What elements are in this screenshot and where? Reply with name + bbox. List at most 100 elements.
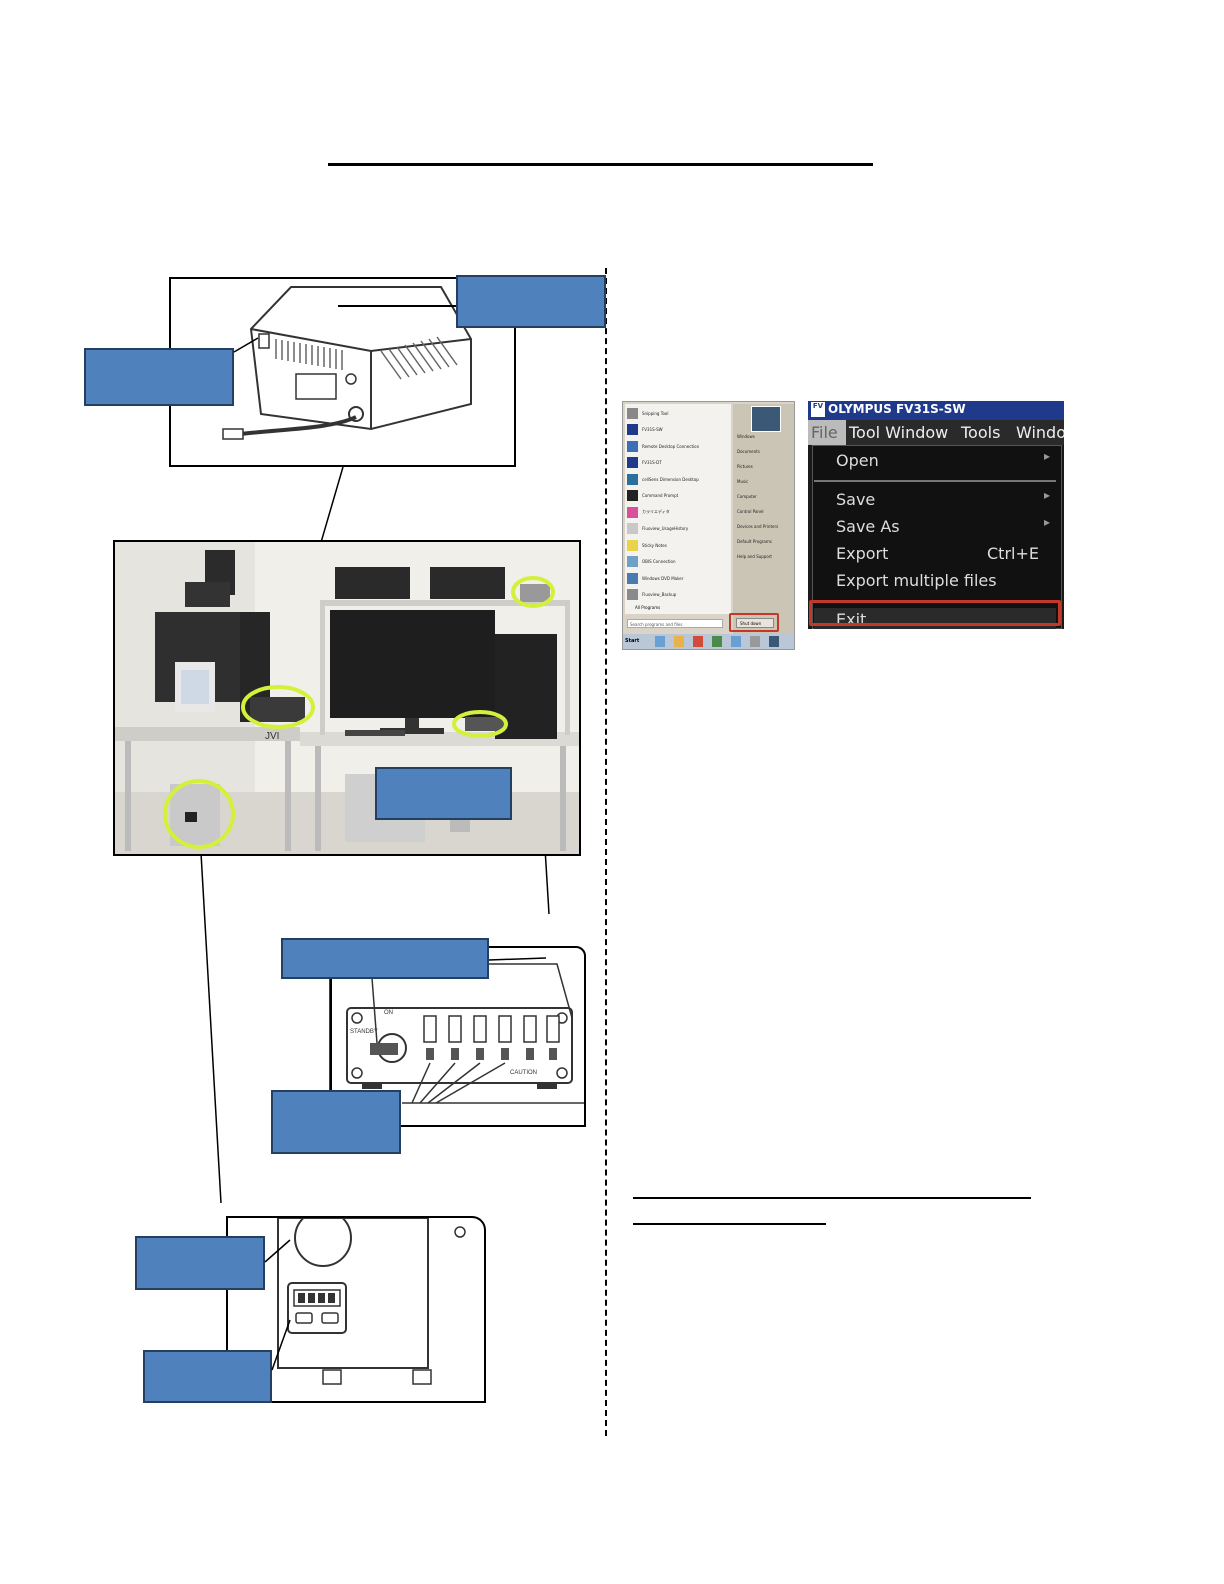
start-menu-right-pane: [733, 404, 794, 634]
start-menu-item[interactable]: FV31S-DT: [627, 455, 731, 472]
search-input[interactable]: Search programs and files: [627, 619, 723, 628]
program-icon: [627, 523, 638, 535]
start-button[interactable]: Start: [625, 638, 640, 644]
start-menu-link[interactable]: Music: [737, 479, 749, 484]
start-menu-item[interactable]: Fluoview_Backup: [627, 587, 731, 604]
label-box-light-top: [135, 1236, 265, 1290]
shut-down-button[interactable]: Shut down: [736, 618, 774, 628]
start-menu-item[interactable]: Snipping Tool: [627, 405, 731, 422]
menu-bar-item-file[interactable]: File: [808, 420, 846, 445]
label-box-photo: [375, 767, 512, 820]
start-menu-link[interactable]: Default Programs: [737, 539, 772, 544]
file-menu-item-label: Export: [836, 544, 889, 563]
label-box-light-bottom: [143, 1350, 272, 1403]
file-menu-item-export[interactable]: Export Ctrl+E: [814, 542, 1056, 566]
controller-drawing: [222, 286, 472, 440]
start-menu-link[interactable]: Documents: [737, 449, 760, 454]
start-menu-item-label: Fluoview_Backup: [642, 592, 677, 598]
callout-line: [338, 305, 456, 307]
menu-bar: [808, 420, 1064, 445]
program-icon: [627, 490, 638, 502]
start-menu-item-label: Sticky Notes: [642, 542, 667, 548]
shut-down-highlight: [729, 613, 779, 632]
start-menu-link[interactable]: Windows: [737, 434, 755, 439]
start-menu-item-label: cellSens Dimension Desktop: [642, 476, 699, 482]
start-menu-item-label: FV31S-DT: [642, 460, 662, 466]
start-menu-item[interactable]: Command Prompt: [627, 488, 731, 505]
start-menu-link[interactable]: Devices and Printers: [737, 524, 779, 529]
start-menu-item-label: FV31S-SW: [642, 427, 663, 433]
program-icon: [627, 457, 638, 469]
start-menu-link[interactable]: Computer: [737, 494, 757, 499]
start-menu-item-label: OBIS Connection: [642, 559, 676, 565]
submenu-arrow-icon: ▸: [1044, 449, 1051, 463]
file-menu-item-label: Export multiple files: [836, 571, 997, 590]
file-menu-item-label: Save As: [836, 517, 900, 536]
file-menu-item-export-multiple-files[interactable]: Export multiple files: [814, 569, 1056, 593]
user-tile: [751, 406, 781, 432]
menu-bar-item-tool-window[interactable]: Tool Window: [849, 423, 949, 442]
taskbar-icons: [655, 636, 794, 649]
switchbox-on-text: ON: [384, 1010, 393, 1016]
program-icon: [627, 407, 638, 419]
photo-brand-text: JVI: [265, 731, 279, 742]
file-menu-item-label: Save: [836, 490, 876, 509]
program-icon: [627, 572, 638, 584]
start-menu-item-label: Snipping Tool: [642, 410, 669, 416]
file-menu-item-save-as[interactable]: Save As ▸: [814, 515, 1056, 539]
section-underline-1: [633, 1197, 1031, 1199]
start-menu-item-label: Remote Desktop Connection: [642, 443, 700, 449]
start-menu-link[interactable]: Help and Support: [737, 554, 772, 559]
title-underline: [328, 163, 873, 166]
start-menu-link[interactable]: Control Panel: [737, 509, 764, 514]
label-box-controller-top: [456, 275, 606, 328]
label-box-switchbox-bottom: [271, 1090, 401, 1154]
program-icon: [627, 589, 638, 601]
file-menu-item-save[interactable]: Save ▸: [814, 488, 1056, 512]
column-divider: [605, 268, 607, 1436]
window-title: OLYMPUS FV31S-SW: [828, 402, 966, 416]
program-icon: [627, 556, 638, 568]
start-menu-item[interactable]: Windows DVD Maker: [627, 570, 731, 587]
start-menu-item-label: カラリエディタ: [642, 509, 670, 515]
program-icon: [627, 539, 638, 551]
file-menu-item-open[interactable]: Open ▸: [814, 449, 1056, 473]
menu-bar-item-windo[interactable]: Windo: [1016, 423, 1064, 442]
start-menu-item-label: Fluoview_UsageHistory: [642, 526, 689, 532]
start-menu-item[interactable]: Sticky Notes: [627, 537, 731, 554]
file-menu-item-shortcut: Ctrl+E: [987, 544, 1039, 563]
start-menu-item[interactable]: Fluoview_UsageHistory: [627, 521, 731, 538]
submenu-arrow-icon: ▸: [1044, 515, 1051, 529]
switchbox-caution-text: CAUTION: [510, 1070, 537, 1076]
fv-logo-icon: FV: [811, 402, 825, 417]
light-source-drawing: [277, 1209, 466, 1385]
start-menu-item[interactable]: カラリエディタ: [627, 504, 731, 521]
label-box-controller-left: [84, 348, 234, 406]
submenu-arrow-icon: ▸: [1044, 488, 1051, 502]
start-menu-item[interactable]: Remote Desktop Connection: [627, 438, 731, 455]
window-titlebar: [808, 401, 1064, 420]
switchbox-standby-text: STANDBY: [350, 1029, 378, 1035]
start-menu-item-label: Command Prompt: [642, 493, 679, 499]
label-box-switchbox-top: [281, 938, 489, 979]
file-menu-item-label: Open: [836, 451, 879, 470]
file-dropdown: [812, 445, 1062, 629]
program-icon: [627, 506, 638, 518]
exit-highlight: [809, 600, 1061, 626]
section-underline-2: [633, 1223, 826, 1225]
program-icon: [627, 473, 638, 485]
menu-separator: [814, 480, 1056, 482]
start-menu-left-pane: [625, 404, 731, 614]
program-icon: [627, 424, 638, 436]
start-menu-item[interactable]: cellSens Dimension Desktop: [627, 471, 731, 488]
switchbox-drawing: STANDBY ON CAUTION: [346, 963, 584, 1104]
all-programs-link[interactable]: All Programs: [635, 605, 661, 610]
start-menu-item[interactable]: OBIS Connection: [627, 554, 731, 571]
start-menu-item-label: Windows DVD Maker: [642, 575, 684, 581]
start-menu-link[interactable]: Pictures: [737, 464, 753, 469]
menu-bar-item-tools[interactable]: Tools: [961, 423, 1001, 442]
start-menu-item[interactable]: FV31S-SW: [627, 422, 731, 439]
program-icon: [627, 440, 638, 452]
